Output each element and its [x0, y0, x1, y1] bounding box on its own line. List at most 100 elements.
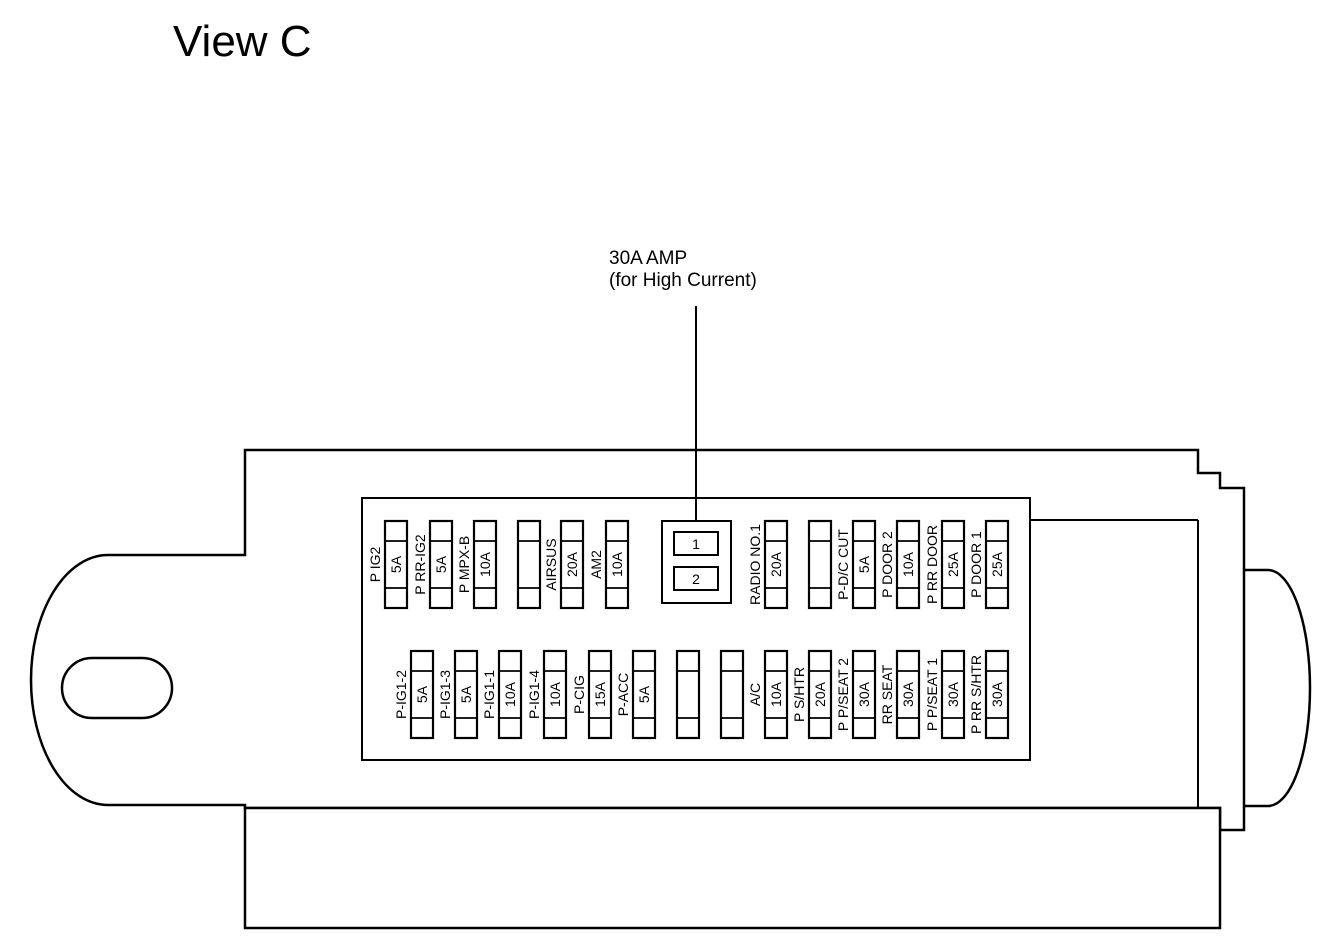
fuse-rating: 10A: [768, 681, 784, 707]
fuse-label: P P/SEAT 2: [835, 658, 851, 731]
fuse-body: [604, 519, 630, 610]
fuse-rating: 5A: [388, 555, 404, 573]
fuse-rating: 10A: [609, 551, 625, 577]
fuse-body: [763, 519, 789, 610]
fuse-label: P RR-IG2: [412, 534, 428, 595]
relay-slot-1: [673, 531, 719, 556]
fuse-label: P-ACC: [615, 673, 631, 717]
fuse-p-p-seat-1: 30A P P/SEAT 1: [924, 649, 966, 740]
fuse-rating: 20A: [812, 681, 828, 707]
fuse-spare-bottom-6: [675, 649, 701, 740]
fuse-p-d-c-cut: 5A P-D/C CUT: [835, 519, 877, 610]
right-tab: [1240, 568, 1312, 808]
callout-label-line2: (for High Current): [609, 270, 757, 291]
fuse-body: [895, 649, 921, 740]
fuse-p-rr-s-htr: 30A P RR S/HTR: [968, 649, 1010, 740]
fuse-body: [542, 649, 568, 740]
fuse-label: A/C: [747, 683, 763, 706]
fuse-body: [516, 519, 542, 610]
view-title: View C: [173, 17, 312, 66]
fuse-label: P-D/C CUT: [835, 529, 851, 600]
fuse-label: P-IG1-1: [481, 670, 497, 719]
fuse-am2: 10A AM2: [588, 519, 630, 610]
fuse-p-acc: 5A P-ACC: [615, 649, 657, 740]
fuse-rating: 20A: [768, 551, 784, 577]
fuse-label: P DOOR 2: [879, 531, 895, 598]
fuse-rating: 10A: [547, 681, 563, 707]
fuse-body: [851, 649, 877, 740]
fuse-body: [895, 519, 921, 610]
fuse-rating: 5A: [636, 685, 652, 703]
fuse-p-door-2: 10A P DOOR 2: [879, 519, 921, 610]
fuse-label: P DOOR 1: [968, 531, 984, 598]
fuse-rating: 10A: [502, 681, 518, 707]
fuse-body: [409, 649, 435, 740]
fuse-body: [383, 519, 409, 610]
fuse-p-ig1-2: 5AP-IG1-2: [393, 649, 435, 740]
mounting-slot: [60, 656, 174, 720]
fuse-p-ig2: 5A P IG2: [367, 519, 409, 610]
fuse-body: [719, 649, 745, 740]
fuse-body: [807, 519, 833, 610]
fuse-label: P-IG1-4: [526, 670, 542, 719]
fuse-spare-top-7: [807, 519, 833, 610]
fuse-body: [453, 649, 479, 740]
fuse-p-ig1-1: 10A P-IG1-1: [481, 649, 523, 740]
fuse-rating: 5A: [458, 685, 474, 703]
fuse-p-s-htr: 20A P S/HTR: [791, 649, 833, 740]
fuse-body: [940, 649, 966, 740]
fuse-label: P RR S/HTR: [968, 655, 984, 734]
high-current-fuse-block: 1 2: [661, 520, 732, 604]
relay-slot-1-label: 1: [692, 536, 700, 552]
fuse-spare-top-3: [516, 519, 542, 610]
fuse-p-ig1-4: 10A P-IG1-4: [526, 649, 568, 740]
fuse-label: AIRSUS: [543, 538, 559, 590]
fuse-radio-no-1: 20A RADIO NO.1: [747, 519, 789, 610]
fuse-airsus: 20A AIRSUS: [543, 519, 585, 610]
fuse-rating: 30A: [856, 681, 872, 707]
fuse-rating: 30A: [900, 681, 916, 707]
fuse-rating: 25A: [945, 551, 961, 577]
fuse-label: P RR DOOR: [924, 525, 940, 604]
fuse-rating: 30A: [945, 681, 961, 707]
fuse-body: [559, 519, 585, 610]
bottom-cover: [243, 806, 1222, 930]
fuse-body: [763, 649, 789, 740]
fuse-rating: 20A: [564, 551, 580, 577]
fuse-rating: 10A: [900, 551, 916, 577]
fuse-body: [807, 649, 833, 740]
fuse-body: [675, 649, 701, 740]
fuse-rating: 10A: [477, 551, 493, 577]
fuse-body: [472, 519, 498, 610]
fuse-body: [940, 519, 966, 610]
fuse-p-rr-door: 25A P RR DOOR: [924, 519, 966, 610]
fuse-body: [587, 649, 613, 740]
fuse-label: P S/HTR: [791, 667, 807, 722]
fuse-p-p-seat-2: 30A P P/SEAT 2: [835, 649, 877, 740]
relay-slot-2-label: 2: [692, 571, 700, 587]
fuse-rating: 30A: [989, 681, 1005, 707]
fuse-rating: 5A: [433, 555, 449, 573]
fuse-body: [984, 519, 1010, 610]
fuse-a-c: 10A A/C: [747, 649, 789, 740]
fuse-label: P MPX-B: [456, 536, 472, 593]
fuse-rating: 5A: [856, 555, 872, 573]
fuse-body: [631, 649, 657, 740]
fuse-body: [851, 519, 877, 610]
fuse-body: [984, 649, 1010, 740]
fuse-body: [428, 519, 454, 610]
fuse-label: P IG2: [367, 547, 383, 583]
callout-label-line1: 30A AMP: [609, 248, 687, 269]
fuse-label: P P/SEAT 1: [924, 658, 940, 731]
fuse-label: P-CIG: [571, 675, 587, 714]
fuse-label: AM2: [588, 550, 604, 579]
relay-slot-2: [673, 566, 719, 591]
fuse-label: RADIO NO.1: [747, 524, 763, 605]
fuse-spare-bottom-7: [719, 649, 745, 740]
fuse-rating: 5A: [414, 685, 430, 703]
